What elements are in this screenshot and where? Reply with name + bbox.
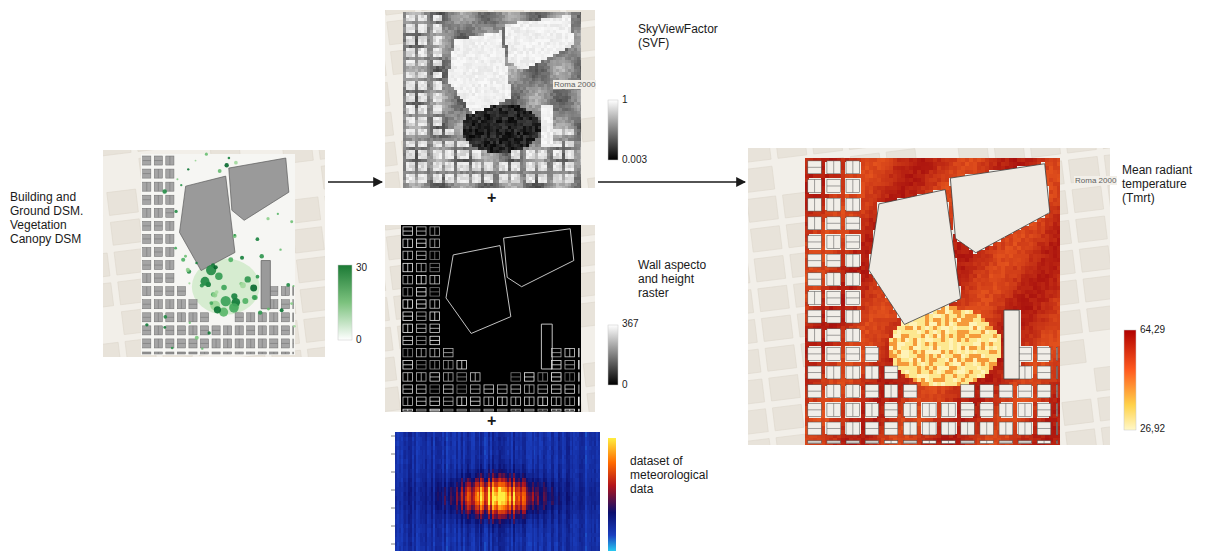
figure-page: Building and Ground DSM. Vegetation Cano…	[0, 0, 1217, 551]
